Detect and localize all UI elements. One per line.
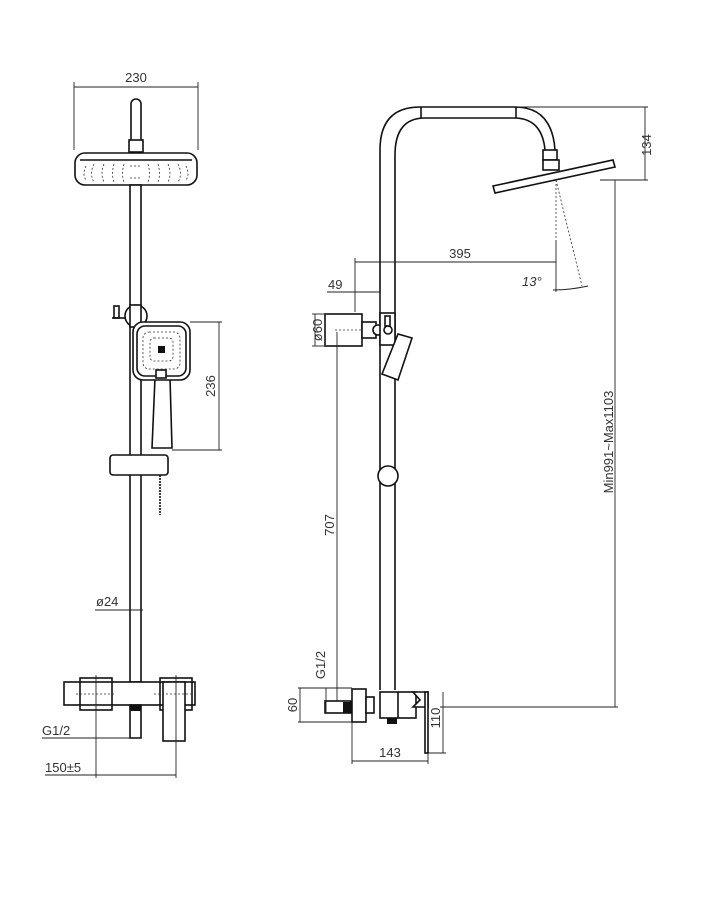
dim-mixer-height-label: 110 bbox=[428, 708, 443, 729]
dim-inlet-spacing-label: 150±5 bbox=[45, 760, 81, 775]
dim-hand-shower-label: 236 bbox=[203, 375, 218, 397]
dim-inlet-thread: G1/2 bbox=[42, 723, 141, 739]
dim-head-tilt-label: 13° bbox=[522, 274, 542, 289]
dim-arm-reach-label: 395 bbox=[449, 246, 471, 261]
rain-shower-head bbox=[74, 152, 198, 186]
dim-head-width-label: 230 bbox=[125, 70, 147, 85]
dim-inlet-spacing: 150±5 bbox=[45, 675, 177, 778]
riser-outer bbox=[379, 106, 556, 690]
overhead-head-side bbox=[491, 149, 617, 194]
dim-wall-plate: 60 bbox=[285, 687, 352, 723]
dim-mixer-depth-label: 143 bbox=[379, 745, 401, 760]
dim-mixer-height: 110 bbox=[428, 692, 446, 754]
dim-total-height-label: Min991~Max1103 bbox=[601, 391, 616, 494]
mixer-side bbox=[324, 688, 429, 754]
hand-shower bbox=[132, 321, 191, 449]
slide-bar bbox=[109, 454, 169, 476]
side-view: 134 Min991~Max1103 395 13° 49 bbox=[285, 106, 654, 764]
dim-hand-shower: 236 bbox=[172, 321, 222, 451]
dim-inlet-thread-label: G1/2 bbox=[42, 723, 70, 738]
wall-bracket: ø60 bbox=[310, 312, 396, 347]
dim-arm-reach: 395 bbox=[354, 240, 557, 312]
dim-bracket-to-mixer-label: 707 bbox=[322, 514, 337, 536]
arm-nut bbox=[128, 139, 144, 153]
dim-bracket-offset-label: 49 bbox=[328, 277, 342, 292]
riser-pipe bbox=[129, 184, 142, 683]
dim-bracket-to-mixer: 707 bbox=[322, 332, 338, 705]
dim-side-inlet-thread: G1/2 bbox=[313, 651, 328, 713]
hand-shower-side bbox=[380, 333, 414, 382]
dim-arm-height-label: 134 bbox=[639, 134, 654, 156]
dim-total-height: Min991~Max1103 bbox=[440, 180, 618, 708]
dim-head-width: 230 bbox=[73, 70, 199, 150]
slide-knob bbox=[377, 465, 399, 487]
dim-head-tilt: 13° bbox=[522, 274, 589, 291]
mixer-front bbox=[63, 677, 196, 742]
dim-mixer-depth: 143 bbox=[351, 722, 429, 764]
dim-pipe-diameter: ø24 bbox=[95, 594, 143, 611]
dim-bracket-diameter-label: ø60 bbox=[310, 319, 325, 341]
dim-pipe-diameter-label: ø24 bbox=[96, 594, 118, 609]
riser-inner bbox=[394, 117, 546, 690]
dim-side-inlet-thread-label: G1/2 bbox=[313, 651, 328, 679]
dim-arm-height: 134 bbox=[518, 106, 654, 181]
shower-arm bbox=[130, 98, 142, 140]
dim-bracket-offset: 49 bbox=[327, 277, 381, 312]
dim-wall-plate-label: 60 bbox=[285, 698, 300, 712]
front-view: 230 236 bbox=[42, 70, 222, 778]
